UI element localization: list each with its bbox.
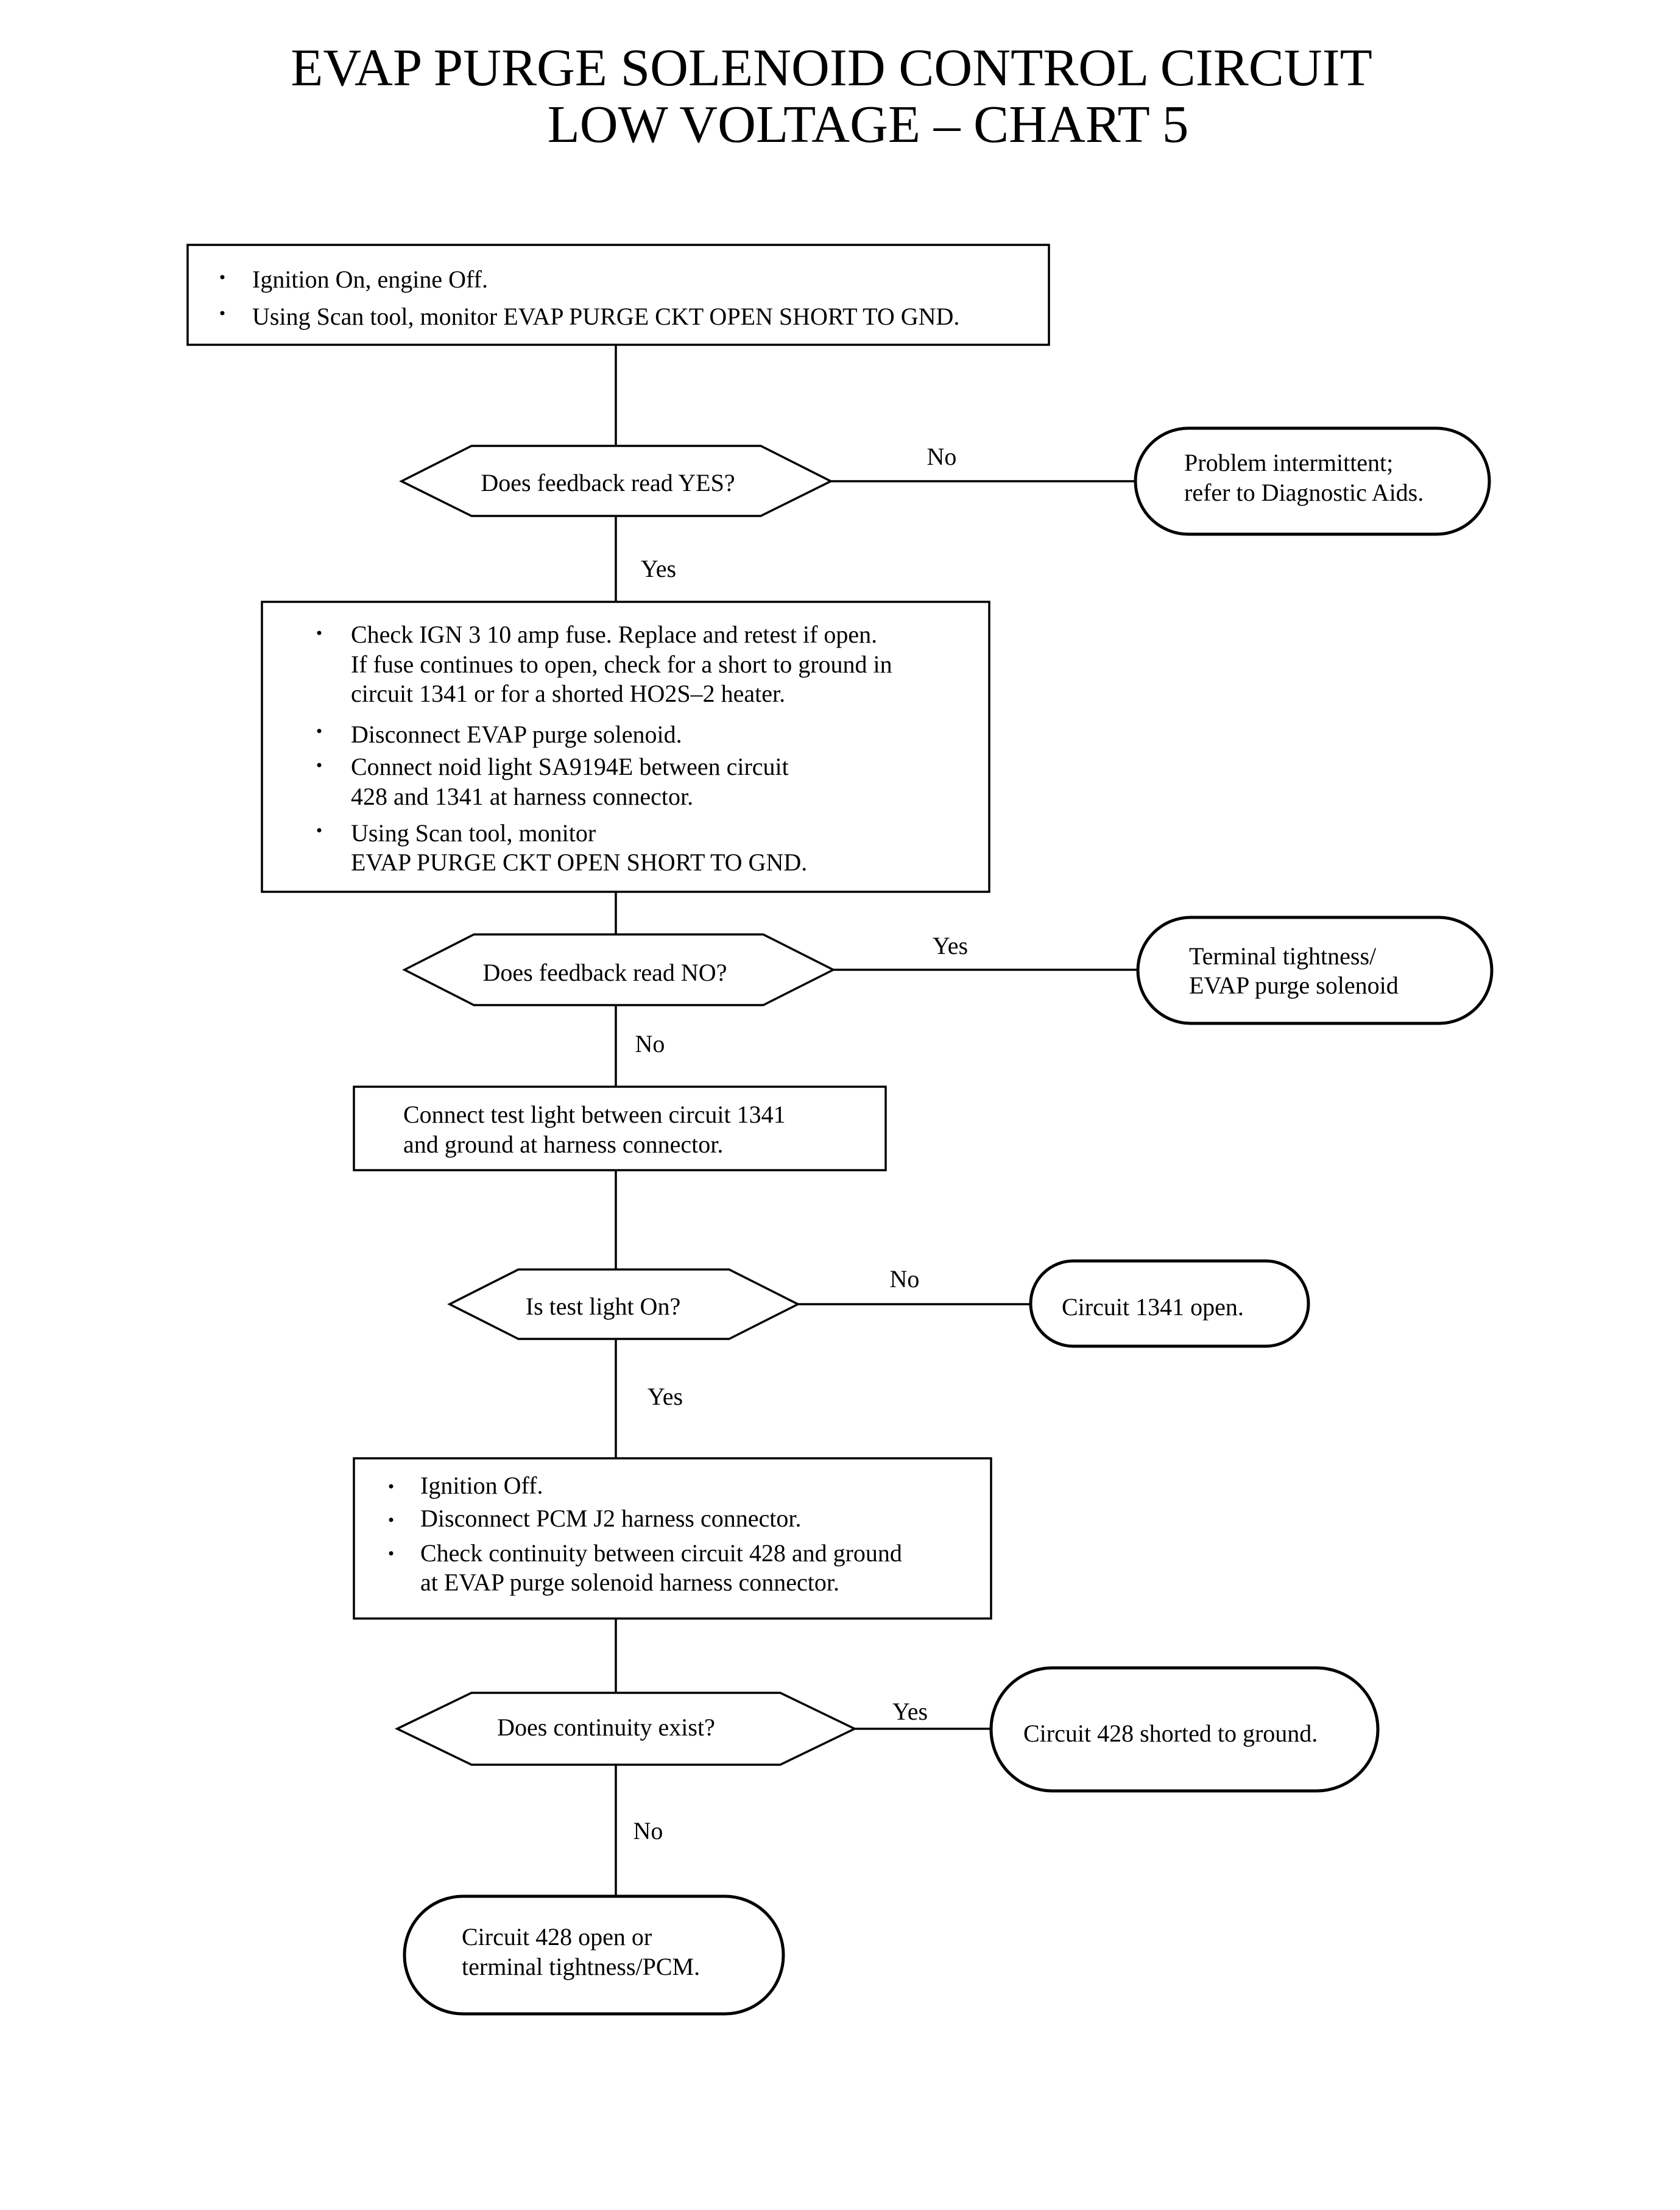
decision3-no-label: No <box>890 1265 920 1293</box>
step2-bullet3-line2: 428 and 1341 at harness connector. <box>351 783 693 810</box>
decision2-yes-result-line1: Terminal tightness/ <box>1189 942 1377 970</box>
decision1-question: Does feedback read YES? <box>481 469 735 496</box>
step1-rect <box>186 244 1050 346</box>
bullet-icon <box>220 311 225 316</box>
step2-box: Check IGN 3 10 amp fuse. Replace and ret… <box>261 601 990 893</box>
step2-bullet4-line2: EVAP PURGE CKT OPEN SHORT TO GND. <box>351 849 807 876</box>
step4-bullet1: Ignition Off. <box>420 1472 543 1499</box>
step4-rect <box>353 1457 992 1620</box>
decision2-yes-label: Yes <box>933 932 968 959</box>
final-result: Circuit 428 open or terminal tightness/P… <box>403 1894 785 2016</box>
decision3-no-result-terminal <box>1029 1259 1310 1348</box>
decision4-question: Does continuity exist? <box>497 1714 715 1741</box>
decision3: Is test light On? No Yes Circuit 1341 op… <box>447 1259 1310 1410</box>
decision3-no-result: Circuit 1341 open. <box>1062 1293 1244 1321</box>
decision1-no-result-line2: refer to Diagnostic Aids. <box>1184 479 1424 506</box>
decision3-question: Is test light On? <box>526 1293 680 1320</box>
decision1-hexagon <box>399 445 833 517</box>
decision1-no-label: No <box>927 443 957 470</box>
step1-bullet2: Using Scan tool, monitor EVAP PURGE CKT … <box>252 303 959 330</box>
step4-bullet2: Disconnect PCM J2 harness connector. <box>420 1505 801 1532</box>
step2-bullet2-line1: Disconnect EVAP purge solenoid. <box>351 721 682 748</box>
step3-line1: Connect test light between circuit 1341 <box>403 1101 786 1128</box>
final-result-line1: Circuit 428 open or <box>462 1923 652 1951</box>
step2-bullet1-line1: Check IGN 3 10 amp fuse. Replace and ret… <box>351 621 877 648</box>
decision1: Does feedback read YES? No Yes Problem i… <box>399 426 1491 582</box>
decision2-question: Does feedback read NO? <box>483 959 727 986</box>
bullet-icon <box>317 763 322 768</box>
decision1-no-result-terminal <box>1134 426 1491 536</box>
decision4-no-label: No <box>634 1817 663 1845</box>
final-result-terminal <box>403 1894 785 2016</box>
bullet-icon <box>389 1517 394 1522</box>
decision4: Does continuity exist? Yes No Circuit 42… <box>394 1666 1380 1845</box>
decision2-no-label: No <box>635 1030 665 1057</box>
chart-title-line1: EVAP PURGE SOLENOID CONTROL CIRCUIT <box>291 38 1372 97</box>
step2-bullet4-line1: Using Scan tool, monitor <box>351 819 596 847</box>
step3-rect <box>353 1086 887 1171</box>
decision3-yes-label: Yes <box>648 1383 683 1410</box>
chart-title-line2: LOW VOLTAGE – CHART 5 <box>548 94 1189 154</box>
bullet-icon <box>389 1484 394 1489</box>
step1-box: Ignition On, engine Off. Using Scan tool… <box>186 244 1050 346</box>
final-result-line2: terminal tightness/PCM. <box>462 1953 700 1980</box>
step1-bullet1: Ignition On, engine Off. <box>252 266 488 293</box>
bullet-icon <box>317 828 322 833</box>
step3-line2: and ground at harness connector. <box>403 1131 723 1158</box>
decision1-no-result-line1: Problem intermittent; <box>1184 449 1393 476</box>
decision2-hexagon <box>402 933 836 1006</box>
connector-lines <box>615 345 1137 1896</box>
step4-bullet3-line2: at EVAP purge solenoid harness connector… <box>420 1569 839 1596</box>
decision4-yes-result-terminal <box>989 1666 1380 1793</box>
bullet-icon <box>317 630 322 635</box>
step2-bullet1-line3: circuit 1341 or for a shorted HO2S–2 hea… <box>351 680 785 707</box>
step2-bullet1-line2: If fuse continues to open, check for a s… <box>351 651 892 678</box>
decision2-yes-result-line2: EVAP purge solenoid <box>1189 972 1399 999</box>
step4-box: Ignition Off. Disconnect PCM J2 harness … <box>353 1457 992 1620</box>
step2-bullet3-line1: Connect noid light SA9194E between circu… <box>351 753 789 780</box>
decision4-yes-label: Yes <box>892 1698 928 1725</box>
bullet-icon <box>389 1551 394 1556</box>
decision2: Does feedback read NO? Yes No Terminal t… <box>402 916 1494 1057</box>
decision4-hexagon <box>394 1692 858 1766</box>
bullet-icon <box>317 729 322 733</box>
bullet-icon <box>220 275 225 280</box>
decision4-yes-result: Circuit 428 shorted to ground. <box>1023 1720 1318 1747</box>
decision1-yes-label: Yes <box>641 555 676 582</box>
decision2-yes-result-terminal <box>1136 916 1494 1025</box>
decision3-hexagon <box>447 1268 800 1340</box>
step4-bullet3-line1: Check continuity between circuit 428 and… <box>420 1539 902 1567</box>
step3-box: Connect test light between circuit 1341 … <box>353 1086 887 1171</box>
step2-rect <box>261 601 990 893</box>
